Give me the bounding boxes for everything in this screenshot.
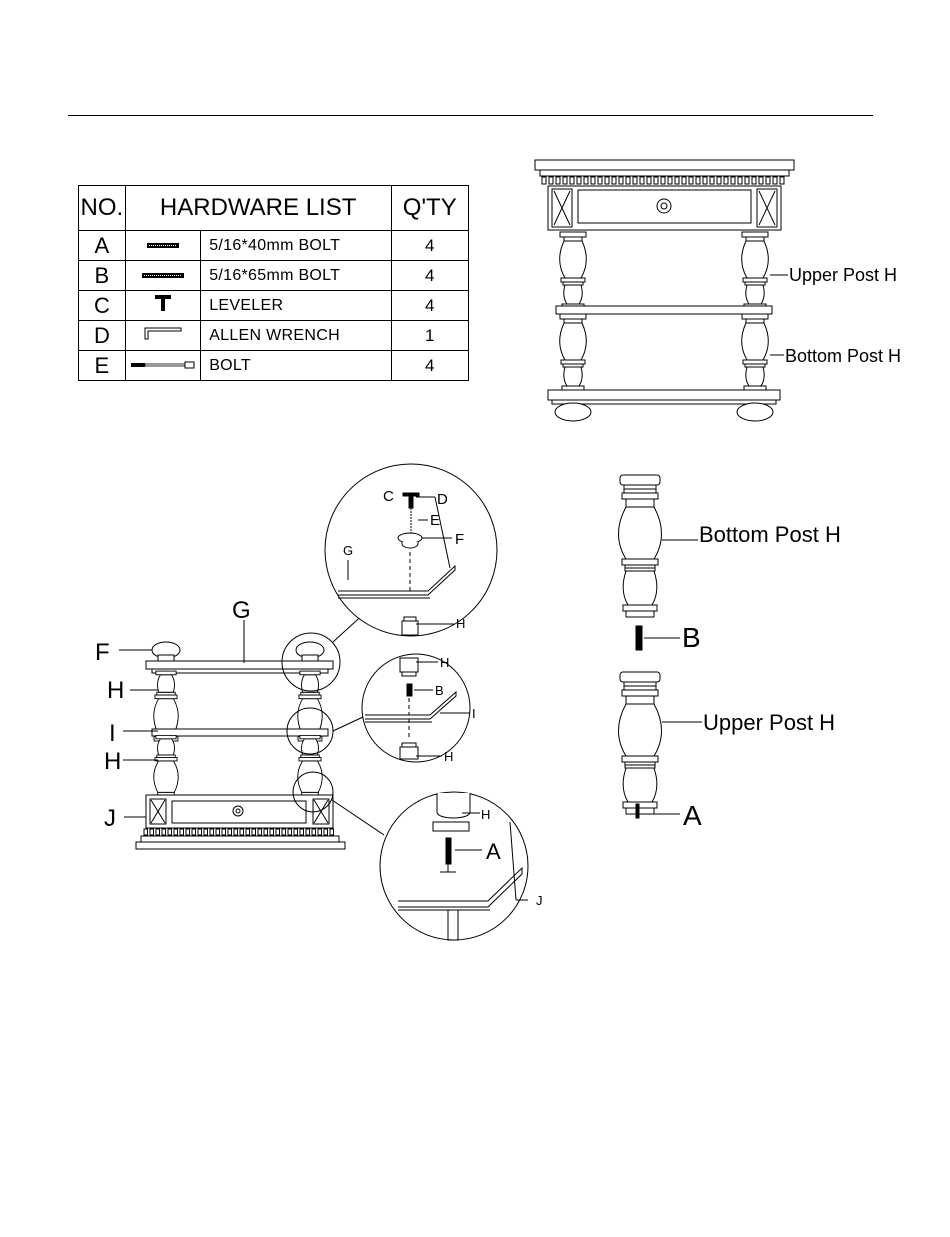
dentil bbox=[246, 829, 250, 835]
dentil bbox=[591, 177, 595, 184]
dentil bbox=[240, 829, 244, 835]
bottom-post-label: Bottom Post H bbox=[699, 522, 841, 547]
dentil bbox=[710, 177, 714, 184]
dentil bbox=[252, 829, 256, 835]
dentil bbox=[668, 177, 672, 184]
detail-label-h: H bbox=[481, 807, 490, 822]
dentil bbox=[186, 829, 190, 835]
detail-label-i: I bbox=[472, 706, 476, 721]
dentil bbox=[640, 177, 644, 184]
detail-label-b: B bbox=[435, 683, 444, 698]
detail-label-f: F bbox=[455, 531, 464, 548]
dentil bbox=[168, 829, 172, 835]
detail-circle-bottom bbox=[380, 792, 528, 940]
dentil bbox=[570, 177, 574, 184]
dentil bbox=[198, 829, 202, 835]
dentil bbox=[780, 177, 784, 184]
dentil bbox=[210, 829, 214, 835]
dentil bbox=[258, 829, 262, 835]
nightstand-front-view bbox=[535, 160, 794, 421]
upper-post-label: Upper Post H bbox=[789, 265, 897, 285]
detail-circle-middle bbox=[362, 654, 470, 762]
dentil bbox=[703, 177, 707, 184]
dentil bbox=[619, 177, 623, 184]
dentil bbox=[180, 829, 184, 835]
dentil bbox=[556, 177, 560, 184]
upper-post-label: Upper Post H bbox=[703, 710, 835, 735]
dentil-molding bbox=[542, 177, 784, 184]
detail-label-g: G bbox=[343, 543, 353, 558]
dentil bbox=[330, 829, 334, 835]
dentil bbox=[264, 829, 268, 835]
dentil bbox=[605, 177, 609, 184]
dentil bbox=[724, 177, 728, 184]
detail-label-d: D bbox=[437, 491, 448, 508]
dentil bbox=[174, 829, 178, 835]
bottom-post-label: Bottom Post H bbox=[785, 346, 901, 366]
dentil bbox=[288, 829, 292, 835]
dentil bbox=[276, 829, 280, 835]
upper-post-h-drawing bbox=[619, 672, 703, 818]
detail-label-j: J bbox=[536, 893, 543, 908]
dentil bbox=[294, 829, 298, 835]
dentil bbox=[752, 177, 756, 184]
dentil bbox=[759, 177, 763, 184]
dentil bbox=[192, 829, 196, 835]
nightstand-upside-down-view bbox=[119, 610, 384, 849]
dentil bbox=[731, 177, 735, 184]
detail-label-a: A bbox=[486, 839, 501, 864]
dentil bbox=[745, 177, 749, 184]
dentil bbox=[598, 177, 602, 184]
dentil bbox=[282, 829, 286, 835]
dentil bbox=[661, 177, 665, 184]
dentil bbox=[675, 177, 679, 184]
bolt-b-label: B bbox=[682, 622, 701, 653]
dentil bbox=[738, 177, 742, 184]
detail-label-e: E bbox=[430, 512, 440, 529]
dentil bbox=[318, 829, 322, 835]
dentil bbox=[234, 829, 238, 835]
dentil bbox=[717, 177, 721, 184]
detail-label-h-bottom: H bbox=[444, 749, 453, 764]
label-h-upper: H bbox=[107, 677, 124, 704]
dentil bbox=[766, 177, 770, 184]
label-j: J bbox=[104, 805, 116, 832]
dentil bbox=[773, 177, 777, 184]
dentil bbox=[300, 829, 304, 835]
dentil bbox=[584, 177, 588, 184]
dentil bbox=[549, 177, 553, 184]
dentil bbox=[647, 177, 651, 184]
dentil bbox=[306, 829, 310, 835]
dentil bbox=[228, 829, 232, 835]
bolt-a-label: A bbox=[683, 800, 702, 831]
dentil bbox=[312, 829, 316, 835]
dentil bbox=[612, 177, 616, 184]
label-f: F bbox=[95, 639, 110, 666]
dentil bbox=[542, 177, 546, 184]
dentil bbox=[324, 829, 328, 835]
dentil bbox=[270, 829, 274, 835]
dentil bbox=[682, 177, 686, 184]
detail-label-c: C bbox=[383, 488, 394, 505]
detail-label-h: H bbox=[456, 616, 465, 631]
label-g: G bbox=[232, 597, 251, 624]
label-h-lower: H bbox=[104, 748, 121, 775]
dentil bbox=[150, 829, 154, 835]
dentil bbox=[216, 829, 220, 835]
dentil bbox=[577, 177, 581, 184]
dentil bbox=[156, 829, 160, 835]
dentil bbox=[204, 829, 208, 835]
label-i: I bbox=[109, 720, 116, 747]
dentil bbox=[222, 829, 226, 835]
dentil bbox=[654, 177, 658, 184]
dentil bbox=[633, 177, 637, 184]
dentil bbox=[626, 177, 630, 184]
detail-label-h-top: H bbox=[440, 655, 449, 670]
dentil bbox=[689, 177, 693, 184]
dentil bbox=[563, 177, 567, 184]
dentil bbox=[162, 829, 166, 835]
dentil bbox=[696, 177, 700, 184]
dentil bbox=[144, 829, 148, 835]
